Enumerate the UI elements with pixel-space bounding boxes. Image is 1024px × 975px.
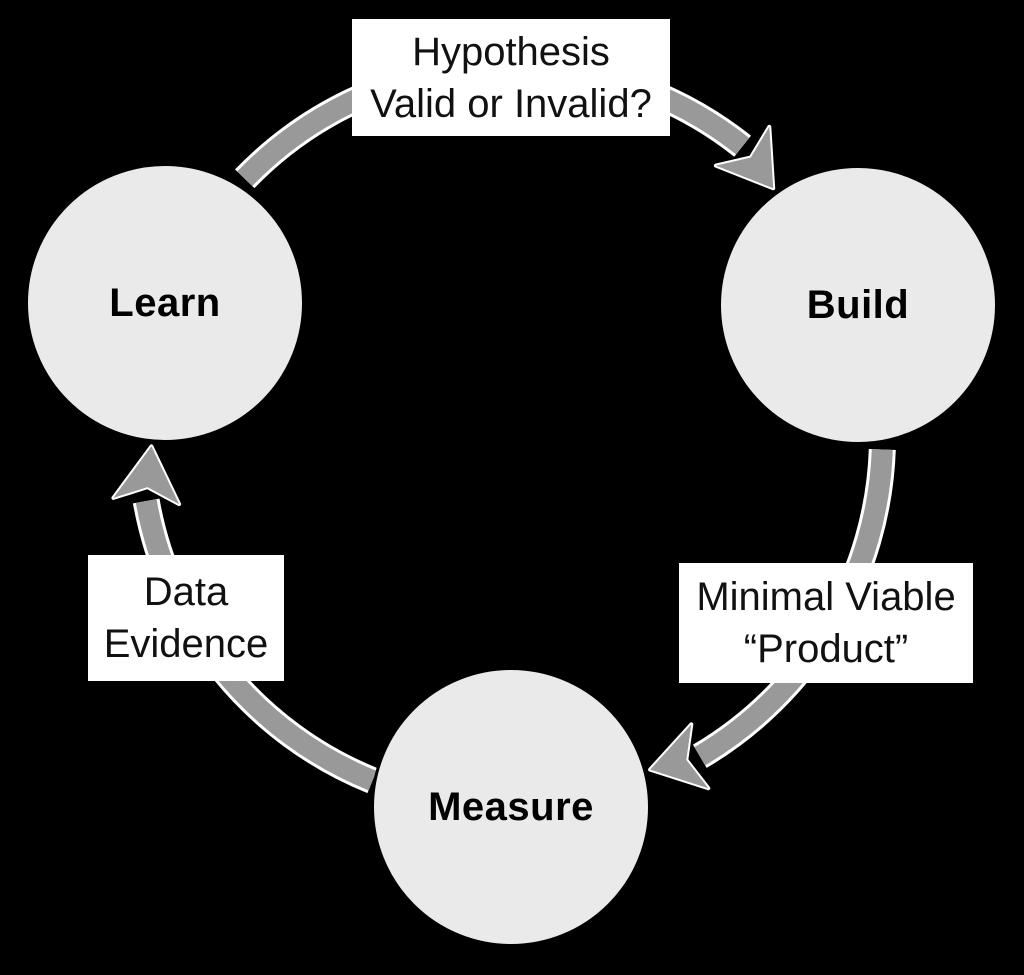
hypothesis-edge-label: Hypothesis Valid or Invalid?	[352, 19, 670, 136]
learn-node-label: Learn	[109, 280, 221, 325]
data-evidence-edge-label-line2: Evidence	[103, 622, 269, 666]
arrowhead-measure-icon	[650, 724, 709, 789]
arrowhead-build-icon	[715, 126, 774, 189]
data-evidence-edge-label-line1: Data	[143, 570, 229, 614]
learn-node: Learn	[25, 163, 305, 443]
data-evidence-edge-label: Data Evidence	[88, 555, 284, 681]
mvp-edge-label-line1: Minimal Viable	[696, 575, 956, 619]
mvp-edge-label-line2: “Product”	[743, 627, 909, 671]
build-node-label: Build	[806, 282, 910, 327]
build-node: Build	[718, 165, 998, 445]
measure-node: Measure	[371, 667, 651, 947]
mvp-edge-label: Minimal Viable “Product”	[679, 563, 973, 683]
arrowhead-learn-icon	[113, 446, 180, 505]
hypothesis-edge-label-line2: Valid or Invalid?	[370, 81, 652, 126]
hypothesis-edge-label-line1: Hypothesis	[412, 29, 610, 74]
measure-node-label: Measure	[428, 784, 594, 829]
